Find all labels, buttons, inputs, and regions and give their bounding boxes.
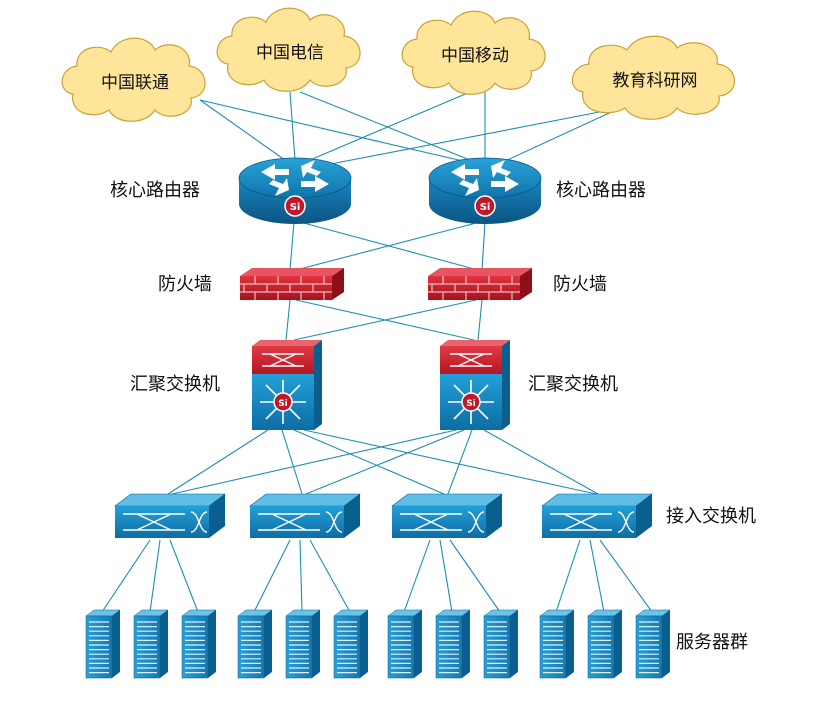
server-tower-icon (285, 609, 321, 679)
link-agg2-acc4 (483, 429, 599, 495)
cloud-telecom: 中国电信 (216, 7, 361, 92)
server-tower-icon (133, 609, 169, 679)
server-tower-icon (181, 609, 217, 679)
access-switch-3 (391, 493, 503, 538)
link-agg1-acc1 (167, 429, 269, 495)
brick-wall-icon (428, 276, 520, 300)
link-unicom-core2 (199, 99, 481, 166)
si-badge-text: Si (480, 202, 491, 213)
link-core2-fw1 (295, 221, 481, 271)
server-tower-icon (85, 609, 121, 679)
server-tower-icon (539, 609, 575, 679)
link-acc2-srv1 (253, 539, 291, 613)
si-badge-text: Si (278, 399, 288, 409)
link-agg1-acc4 (303, 429, 597, 495)
si-badge-icon (284, 195, 306, 217)
brick-wall-icon (240, 276, 332, 300)
cloud-label-mobile: 中国移动 (441, 46, 509, 66)
aggregation-label-right: 汇聚交换机 (528, 374, 618, 395)
link-telecom-core1 (289, 91, 296, 161)
link-acc4-srv1 (555, 539, 581, 613)
server-group (85, 609, 671, 679)
core-router-label-right: 核心路由器 (556, 180, 646, 201)
server-tower-icon (387, 609, 423, 679)
cloud-edu: 教育科研网 (571, 35, 736, 120)
link-acc2-srv2 (299, 539, 303, 613)
aggregation-switch-1: Si (252, 340, 322, 430)
switch-arrows-icon (123, 511, 208, 533)
link-agg1-acc2 (281, 429, 303, 495)
link-acc3-srv1 (403, 539, 431, 613)
firewall-2 (428, 268, 532, 300)
link-fw2-agg2 (477, 299, 483, 341)
link-mobile-core1 (309, 91, 471, 161)
firewall-1 (240, 268, 344, 300)
aggregation-switch-2: Si (440, 340, 510, 430)
server-tower-icon (483, 609, 519, 679)
aggregation-label-left: 汇聚交换机 (130, 374, 220, 395)
link-edu-core1 (299, 107, 621, 171)
network-links (101, 91, 653, 613)
server-tower-icon (237, 609, 273, 679)
link-acc3-srv2 (439, 539, 453, 613)
link-agg2-acc3 (447, 429, 473, 495)
link-acc3-srv3 (449, 539, 501, 613)
link-acc4-srv2 (589, 539, 605, 613)
si-badge-text: Si (466, 399, 476, 409)
link-agg2-acc2 (305, 429, 465, 495)
link-edu-core2 (489, 107, 621, 169)
link-acc4-srv3 (599, 539, 653, 613)
link-acc1-srv2 (149, 539, 161, 613)
access-switch-2 (249, 493, 361, 538)
si-badge-icon (461, 392, 481, 412)
link-agg1-acc3 (293, 429, 445, 495)
link-core2-fw2 (481, 221, 486, 271)
si-badge-text: Si (290, 202, 301, 213)
link-fw1-agg1 (285, 299, 291, 341)
router-arrows-icon (451, 160, 519, 196)
cloud-label-edu: 教育科研网 (613, 71, 698, 91)
link-acc1-srv1 (101, 539, 151, 613)
core-router-label-left: 核心路由器 (110, 180, 200, 201)
access-switch-label: 接入交换机 (666, 506, 756, 527)
link-fw2-agg1 (293, 299, 477, 341)
link-telecom-core2 (299, 91, 471, 161)
cloud-unicom: 中国联通 (61, 37, 206, 122)
access-switch-4 (541, 493, 653, 538)
si-badge-icon (273, 392, 293, 412)
server-tower-icon (635, 609, 671, 679)
server-tower-icon (435, 609, 471, 679)
cross-switch-icon (262, 353, 304, 367)
si-badge-icon (474, 195, 496, 217)
firewall-label-left: 防火墙 (158, 274, 212, 295)
link-agg2-acc1 (171, 429, 457, 495)
router-arrows-icon (261, 160, 329, 196)
cloud-mobile: 中国移动 (401, 10, 546, 95)
server-tower-icon (587, 609, 623, 679)
core-router-2: Si (428, 157, 542, 224)
server-group-label: 服务器群 (676, 632, 748, 653)
switch-arrows-icon (550, 511, 635, 533)
link-unicom-core1 (199, 99, 293, 166)
core-router-1: Si (238, 157, 352, 224)
link-acc2-srv3 (309, 539, 351, 613)
link-acc1-srv3 (169, 539, 199, 613)
cloud-label-unicom: 中国联通 (101, 73, 169, 93)
firewall-label-right: 防火墙 (553, 274, 607, 295)
server-tower-icon (333, 609, 369, 679)
switch-arrows-icon (258, 511, 343, 533)
link-core1-fw1 (289, 221, 295, 271)
switch-arrows-icon (400, 511, 485, 533)
cross-switch-icon (450, 353, 492, 367)
cloud-label-telecom: 中国电信 (256, 43, 324, 63)
access-switch-1 (114, 493, 226, 538)
